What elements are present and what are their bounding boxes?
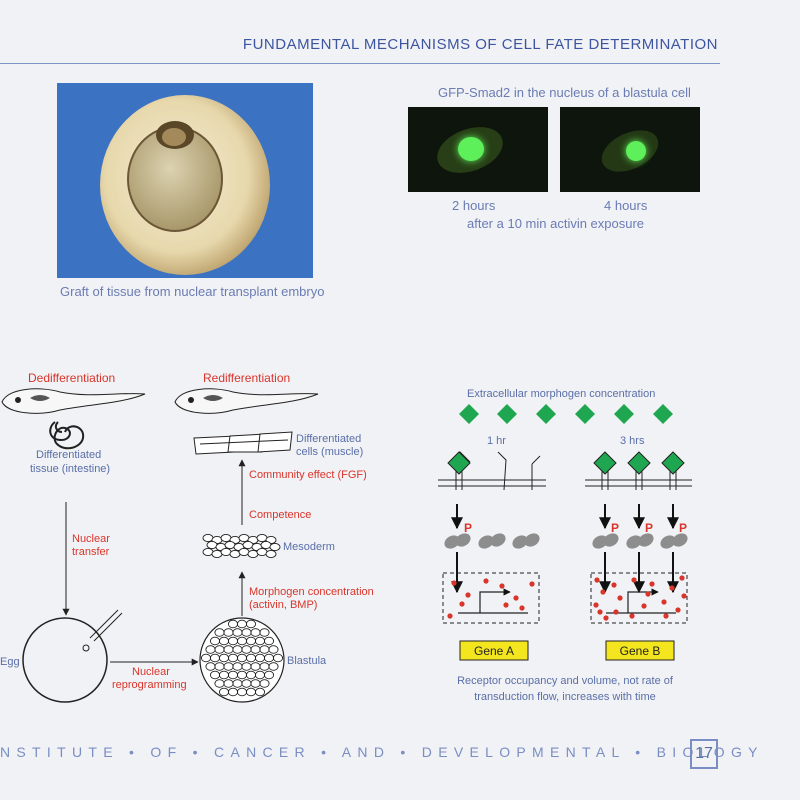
morphogen-title: Extracellular morphogen concentration [467,388,655,400]
cell-fate-cycle-diagram: Dedifferentiation Redifferentiation Diff… [0,371,374,703]
embryo-illustration [57,83,313,278]
phospho-label: P [464,521,472,535]
receptors-right [601,470,677,490]
embryo-photo [57,83,313,278]
micropipette-icon [89,609,123,642]
phospho-label: P [645,521,653,535]
microscopy-label-2h: 2 hours [452,198,496,213]
diamond-icon [661,451,685,475]
diamond-icon [575,404,595,424]
footer-institute: NSTITUTE • OF • CANCER • AND • DEVELOPME… [0,744,764,760]
header-rule [0,63,720,64]
signal-arrows [451,504,679,530]
morphogen-caption-2: transduction flow, increases with time [474,691,656,703]
morphogen-diamonds [459,404,673,424]
gene-b-label: Gene B [620,644,661,658]
label-blastula: Blastula [287,655,327,667]
photo-caption: Graft of tissue from nuclear transplant … [60,284,325,299]
label-redifferentiation: Redifferentiation [203,371,290,385]
label-3hrs: 3 hrs [620,435,645,447]
muscle-cells-icon [193,431,293,455]
nuclear-entry-arrows [451,552,679,594]
egg-icon [22,617,108,703]
microscopy-subcaption: after a 10 min activin exposure [467,216,645,231]
diamond-icon [614,404,634,424]
page-header-title: FUNDAMENTAL MECHANISMS OF CELL FATE DETE… [242,36,718,53]
morphogen-caption-1: Receptor occupancy and volume, not rate … [457,675,674,687]
microscopy-image-4h [560,107,700,192]
microscopy-label-4h: 4 hours [604,198,648,213]
diamond-icon [627,451,651,475]
bound-morphogen-icon [447,451,471,475]
egg-nucleus-icon [82,644,90,652]
page-number: 17 [690,739,718,769]
diamond-icon [536,404,556,424]
microscopy-title: GFP-Smad2 in the nucleus of a blastula c… [438,85,691,100]
bound-morphogens-right [593,451,685,475]
label-diff-tissue-2: tissue (intestine) [30,463,110,475]
microscopy-image-2h [408,107,548,192]
label-morphogen-2: (activin, BMP) [249,599,317,611]
diamond-icon [459,404,479,424]
nuclear-smad-dots-left [447,578,535,619]
smad-proteins [444,533,688,549]
label-nuclear-reprogramming-2: reprogramming [112,679,187,691]
morphogen-signalling-diagram: Extracellular morphogen concentration 1 … [438,388,692,703]
promoter-icons [458,592,676,614]
phospho-label: P [611,521,619,535]
diamond-icon [497,404,517,424]
gene-a-box [459,640,529,661]
nuclear-smad-dots-right [593,575,687,621]
label-mesoderm: Mesoderm [283,541,335,553]
diamond-icon [653,404,673,424]
nucleus-box-right [590,572,688,624]
label-nuclear-transfer-1: Nuclear [72,533,110,545]
label-dedifferentiation: Dedifferentiation [28,371,115,385]
gene-b-box [605,640,675,661]
label-egg: Egg [0,656,20,668]
label-morphogen-1: Morphogen concentration [249,586,374,598]
tadpole-icon-right [174,388,319,414]
label-diff-tissue-1: Differentiated [36,449,101,461]
label-nuclear-transfer-2: transfer [72,546,110,558]
blastula-icon [199,617,285,703]
label-diff-cells-2: cells (muscle) [296,446,363,458]
tadpole-icon-left [1,388,146,414]
membrane-lines [438,479,692,487]
label-1hr: 1 hr [487,435,506,447]
nucleus-box-left [442,572,540,624]
phospho-label: P [679,521,687,535]
label-competence: Competence [249,509,311,521]
diamond-icon [593,451,617,475]
label-community-effect: Community effect (FGF) [249,469,367,481]
label-diff-cells-1: Differentiated [296,433,361,445]
mesoderm-icon [202,533,281,559]
gene-a-label: Gene A [474,644,514,658]
label-nuclear-reprogramming-1: Nuclear [132,666,170,678]
intestine-icon [49,421,85,450]
